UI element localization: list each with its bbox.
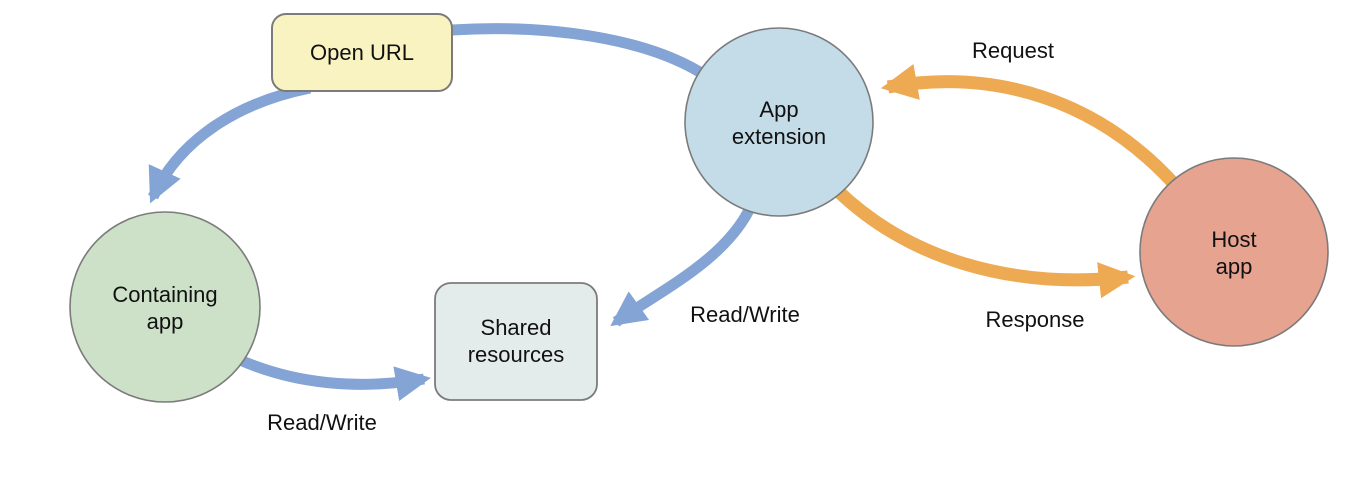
nodes-layer: Open URL App extension Host app Containi…: [69, 13, 1329, 403]
edges-layer: [148, 23, 1180, 401]
open-url-arrow-segment-box-to-containing-app: [148, 82, 312, 204]
open-url-node: [271, 13, 453, 92]
app-extension-node: [684, 27, 874, 217]
read-write-label-containing-app: Read/Write: [267, 410, 377, 435]
app-extension-label-line1: App: [759, 97, 798, 122]
host-app-node: [1139, 157, 1329, 347]
response-arrow-app-extension-to-host-app: [833, 186, 1136, 299]
shared-resources-label-line2: resources: [468, 342, 565, 367]
read-write-arrow-containing-app-to-shared-resources: [237, 354, 431, 401]
app-extension-label-line2: extension: [732, 124, 826, 149]
containing-app-label-line1: Containing: [112, 282, 217, 307]
host-app-label-line2: app: [1216, 254, 1253, 279]
request-label: Request: [972, 38, 1054, 63]
read-write-arrow-app-extension-to-shared-resources: [610, 203, 756, 327]
containing-app-node: [69, 211, 261, 403]
response-label: Response: [985, 307, 1084, 332]
request-arrow-host-app-to-app-extension: [880, 64, 1180, 190]
containing-app-label-line2: app: [147, 309, 184, 334]
host-app-label-line1: Host: [1211, 227, 1256, 252]
edge-labels-layer: Request Response Read/Write Read/Write: [267, 38, 1084, 435]
shared-resources-node: [434, 282, 598, 401]
open-url-arrow-segment-app-extension-to-box: [451, 23, 710, 81]
open-url-label: Open URL: [310, 40, 414, 65]
shared-resources-label-line1: Shared: [481, 315, 552, 340]
read-write-label-app-extension: Read/Write: [690, 302, 800, 327]
